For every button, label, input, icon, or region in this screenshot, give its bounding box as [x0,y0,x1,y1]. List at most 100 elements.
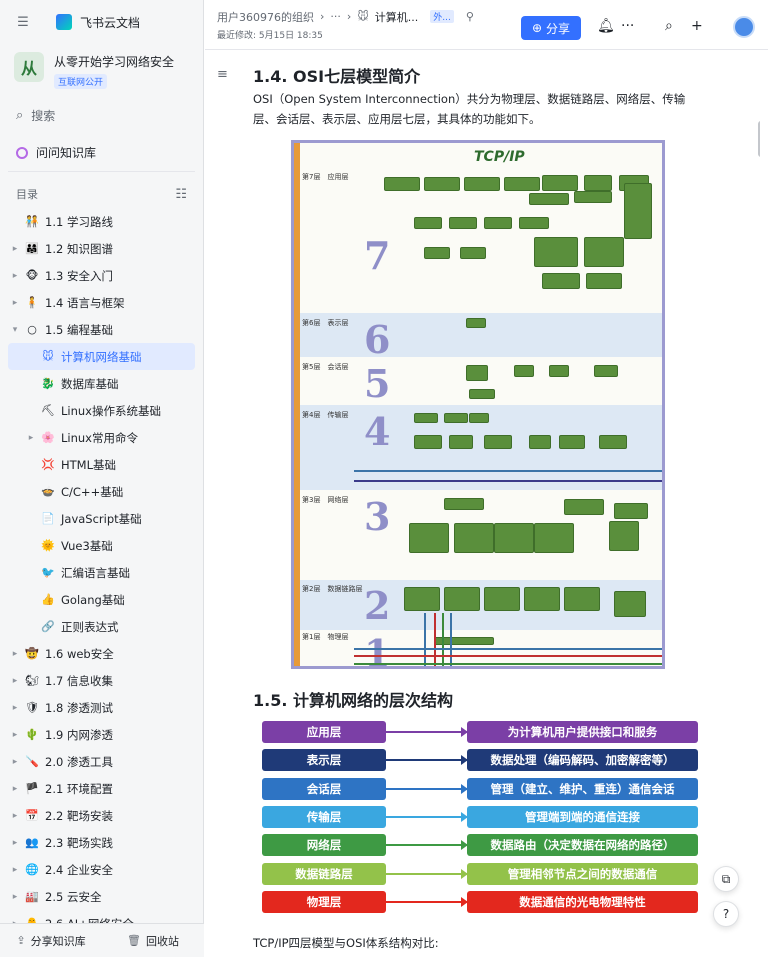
sidebar-item[interactable]: 👍Golang基础 [8,586,195,613]
pin-icon[interactable]: ⚲ [465,10,474,23]
protocol-box [464,177,500,191]
protocol-box [424,247,450,259]
page-emoji-icon: 🌐 [25,863,39,876]
protocol-box [549,365,569,377]
sidebar-item[interactable]: ▸🪛2.0 渗透工具 [8,748,195,775]
trash-button[interactable]: 🗑回收站 [102,933,204,949]
more-icon[interactable]: ··· [621,18,635,34]
expand-arrow-icon[interactable]: ▸ [12,702,18,713]
share-icon: ⇪ [16,934,26,947]
search-icon[interactable]: ⌕ [665,18,673,34]
sidebar-item[interactable]: ▸🐿1.7 信息收集 [8,667,195,694]
heading-structure: 1.5. 计算机网络的层次结构 [253,691,453,710]
orange-side-bar [294,143,300,666]
sidebar-item[interactable]: ▸🌐2.4 企业安全 [8,856,195,883]
expand-arrow-icon[interactable]: ▸ [12,756,18,767]
sidebar-item[interactable]: 🐉数据库基础 [8,370,195,397]
breadcrumb-org[interactable]: 用户360976的组织 [217,10,314,24]
sidebar-item[interactable]: ▸🌸Linux常用命令 [8,424,195,451]
bell-icon[interactable]: 🔔︎ [597,18,615,34]
expand-arrow-icon[interactable]: ▸ [12,810,18,821]
sidebar-item[interactable]: 🔗正则表达式 [8,613,195,640]
app-name[interactable]: 飞书云文档 [80,15,141,30]
protocol-box [404,587,440,611]
layer-number: 7 [364,233,391,278]
paragraph-osi: OSI（Open System Interconnection）共分为物理层、数… [253,92,686,126]
page-emoji-icon: 🛡 [25,701,39,714]
protocol-box [584,237,624,267]
expand-arrow-icon[interactable]: ▸ [12,891,18,902]
expand-arrow-icon[interactable]: ▸ [12,864,18,875]
sidebar-item[interactable]: ▸🤠1.6 web安全 [8,640,195,667]
expand-arrow-icon[interactable]: ▸ [12,783,18,794]
breadcrumb-more[interactable]: ··· [330,10,341,23]
sidebar-item-label: 2.3 靶场实践 [45,835,113,850]
ieee-line [354,648,662,650]
plus-icon[interactable]: + [691,18,703,34]
expand-arrow-icon[interactable]: ▸ [28,432,34,443]
expand-arrow-icon[interactable]: ▸ [12,297,18,308]
sidebar-item[interactable]: 🌞Vue3基础 [8,532,195,559]
page-emoji-icon: 🐦 [41,566,55,579]
expand-arrow-icon[interactable]: ▾ [12,324,18,335]
sidebar-item[interactable]: ▾○1.5 编程基础 [8,316,195,343]
protocol-box [484,435,512,449]
sidebar-item[interactable]: ▸👥2.3 靶场实践 [8,829,195,856]
menu-icon[interactable]: ☰ [17,14,29,30]
expand-arrow-icon[interactable]: ▸ [12,270,18,281]
sidebar-item[interactable]: ▸🐵1.3 安全入门 [8,262,195,289]
expand-arrow-icon[interactable]: ▸ [12,648,18,659]
page-emoji-icon: 🐭 [42,350,54,363]
avatar[interactable] [733,16,755,38]
ask-knowledge-base-button[interactable]: 问问知识库 [8,134,195,172]
protocol-box [424,177,460,191]
arrow-icon [386,811,468,822]
sidebar-item-label: 汇编语言基础 [61,565,130,580]
protocol-box [484,587,520,611]
expand-arrow-icon[interactable]: ▸ [12,729,18,740]
protocol-box [469,413,489,423]
expand-arrow-icon[interactable]: ▸ [12,675,18,686]
share-button[interactable]: ⊕分享 [521,16,581,40]
breadcrumb-current[interactable]: 计算机... [374,10,419,24]
protocol-box [504,177,540,191]
sidebar-item[interactable]: 📄JavaScript基础 [8,505,195,532]
sidebar-item-label: 1.3 安全入门 [45,268,113,283]
sidebar-item[interactable]: ▸📅2.2 靶场安装 [8,802,195,829]
protocol-box [414,435,442,449]
sidebar-item[interactable]: 🍲C/C++基础 [8,478,195,505]
sidebar-item[interactable]: ▸🧍1.4 语言与框架 [8,289,195,316]
page-emoji-icon: 🧍 [25,296,39,309]
toc-options-icon[interactable]: ☷ [175,186,187,202]
sidebar-item[interactable]: ▸🌵1.9 内网渗透 [8,721,195,748]
sidebar-item-label: 1.1 学习路线 [45,214,113,229]
outline-icon[interactable]: ≡ [217,67,228,82]
protocol-box [524,587,560,611]
sidebar-item[interactable]: ▸🏭2.5 云安全 [8,883,195,910]
share-knowledge-base-button[interactable]: ⇪分享知识库 [0,933,102,949]
sidebar-item[interactable]: 🐭计算机网络基础 [8,343,195,370]
breadcrumb-separator: › [346,10,352,23]
expand-arrow-icon[interactable]: ▸ [12,837,18,848]
arrow-icon [386,840,468,851]
search-input[interactable]: ⌕ 搜索 [0,97,203,134]
sidebar-item[interactable]: ▸👨‍👩‍👧1.2 知识图谱 [8,235,195,262]
space-header[interactable]: 从 从零开始学习网络安全 互联网公开 [0,44,203,97]
help-icon[interactable]: ? [713,901,739,927]
expand-arrow-icon[interactable]: ▸ [12,243,18,254]
protocol-box [384,177,420,191]
scrollbar[interactable] [758,121,760,157]
protocol-box [624,183,652,239]
layer-name-box: 传输层 [262,805,386,828]
breadcrumb-separator: › [320,10,325,23]
sidebar-item[interactable]: 🐦 汇编语言基础 [8,559,195,586]
layer-name-box: 数据链路层 [262,862,386,885]
sidebar-item[interactable]: ▸🏴2.1 环境配置 [8,775,195,802]
layer-name-box: 会话层 [262,777,386,800]
sidebar-item[interactable]: 💢HTML基础 [8,451,195,478]
sidebar-item[interactable]: 🧑‍🤝‍🧑1.1 学习路线 [8,208,195,235]
copy-icon[interactable]: ⧉ [713,866,739,892]
layer-function-box: 数据处理（编码解码、加密解密等） [467,749,698,772]
sidebar-item[interactable]: ▸🛡1.8 渗透测试 [8,694,195,721]
sidebar-item[interactable]: ⛏Linux操作系统基础 [8,397,195,424]
